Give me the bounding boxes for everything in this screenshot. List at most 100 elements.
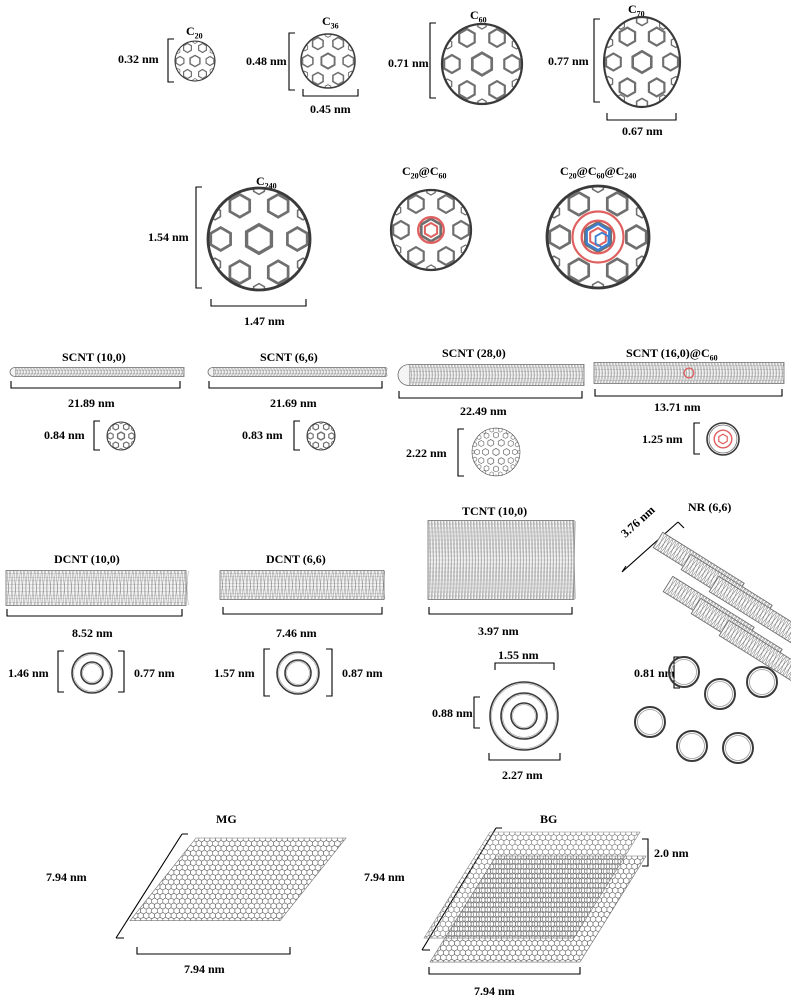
dcnt-10-0-tube bbox=[5, 570, 189, 606]
scnt-28-0-cross-section bbox=[471, 427, 521, 477]
mg-side-label: 7.94 nm bbox=[46, 870, 87, 884]
dcnt-10-0-length-label: 8.52 nm bbox=[72, 626, 113, 640]
c36-height-bracket bbox=[288, 32, 295, 91]
c70-title: C70 bbox=[628, 2, 645, 19]
c36-width-label: 0.45 nm bbox=[310, 102, 351, 116]
dcnt-10-0-cross-section bbox=[71, 652, 113, 694]
dcnt-6-6-inner-bracket bbox=[326, 648, 333, 697]
dcnt-10-0-outer-bracket bbox=[57, 650, 64, 693]
tcnt-inner-bracket bbox=[473, 696, 480, 729]
c20-at-c60-molecule bbox=[389, 188, 473, 272]
tcnt-outer-label: 2.27 nm bbox=[502, 768, 543, 782]
scnt-10-0-diameter-label: 0.84 nm bbox=[44, 428, 85, 442]
scnt-10-0-cross-section bbox=[106, 421, 136, 451]
scnt-6-6-diameter-bracket bbox=[293, 420, 300, 451]
nr-title: NR (6,6) bbox=[688, 500, 732, 514]
mg-title: MG bbox=[216, 812, 237, 826]
c240-width-label: 1.47 nm bbox=[244, 314, 285, 328]
dcnt-6-6-title: DCNT (6,6) bbox=[266, 552, 326, 566]
scnt-6-6-length-bracket bbox=[208, 381, 383, 389]
tcnt-length-label: 3.97 nm bbox=[478, 624, 519, 638]
dcnt-6-6-outer-label: 1.57 nm bbox=[214, 666, 255, 680]
scnt-6-6-title: SCNT (6,6) bbox=[260, 350, 318, 364]
dcnt-6-6-length-bracket bbox=[222, 607, 383, 615]
c20-at-c60-at-c240-title: C20@C60@C240 bbox=[560, 164, 637, 181]
mg-bottom-label: 7.94 nm bbox=[184, 962, 225, 976]
c36-molecule bbox=[300, 33, 356, 89]
c240-width-bracket bbox=[210, 299, 307, 307]
tcnt-title: TCNT (10,0) bbox=[462, 504, 528, 518]
scnt-10-0-tube bbox=[9, 367, 185, 377]
nr-diameter-label: 0.81 nm bbox=[634, 666, 675, 680]
scnt-16-0-c60-tube bbox=[593, 362, 785, 384]
dcnt-10-0-inner-bracket bbox=[118, 650, 125, 693]
c20-at-c60-title: C20@C60 bbox=[402, 164, 447, 181]
scnt-28-0-length-bracket bbox=[398, 391, 583, 399]
scnt-10-0-length-bracket bbox=[10, 381, 181, 389]
c240-molecule bbox=[206, 186, 312, 292]
tcnt-outer-bracket bbox=[488, 753, 561, 761]
scnt-28-0-length-label: 22.49 nm bbox=[460, 404, 507, 418]
scnt-6-6-tube bbox=[207, 367, 388, 377]
tcnt-mid-bracket bbox=[494, 662, 555, 670]
mg-side-bracket bbox=[115, 833, 188, 939]
scnt-16-0-c60-diameter-label: 1.25 nm bbox=[642, 432, 683, 446]
c60-height-bracket bbox=[429, 22, 436, 99]
scnt-10-0-title: SCNT (10,0) bbox=[62, 350, 126, 364]
scnt-16-0-c60-diameter-bracket bbox=[693, 422, 700, 455]
c240-height-bracket bbox=[195, 186, 202, 289]
bg-side-bracket bbox=[421, 827, 502, 951]
nr-bundle bbox=[652, 531, 791, 688]
dcnt-10-0-title: DCNT (10,0) bbox=[54, 552, 120, 566]
dcnt-10-0-outer-label: 1.46 nm bbox=[8, 666, 49, 680]
scnt-16-0-c60-cross-section bbox=[706, 422, 740, 456]
scnt-28-0-title: SCNT (28,0) bbox=[442, 346, 506, 360]
tcnt-inner-label: 0.88 nm bbox=[432, 706, 473, 720]
scnt-10-0-diameter-bracket bbox=[93, 420, 100, 451]
tcnt-tube bbox=[427, 520, 576, 600]
scnt-16-0-c60-length-bracket bbox=[594, 389, 783, 397]
c70-width-label: 0.67 nm bbox=[622, 124, 663, 138]
c20-height-label: 0.32 nm bbox=[118, 52, 159, 66]
tcnt-length-bracket bbox=[428, 607, 573, 615]
scnt-6-6-cross-section bbox=[306, 421, 336, 451]
c20-molecule bbox=[174, 40, 216, 82]
c20-height-bracket bbox=[167, 38, 174, 83]
bg-side-label: 7.94 nm bbox=[364, 870, 405, 884]
nr-length-bracket bbox=[621, 521, 685, 573]
scnt-10-0-length-label: 21.89 nm bbox=[68, 396, 115, 410]
tcnt-mid-label: 1.55 nm bbox=[498, 648, 539, 662]
scnt-16-0-c60-title: SCNT (16,0)@C60 bbox=[626, 346, 718, 363]
c240-title: C240 bbox=[256, 174, 277, 191]
c36-height-label: 0.48 nm bbox=[246, 54, 287, 68]
c70-height-label: 0.77 nm bbox=[548, 54, 589, 68]
c20-title: C20 bbox=[186, 24, 203, 41]
bg-title: BG bbox=[540, 812, 558, 826]
c20-at-c60-at-c240-molecule bbox=[545, 184, 651, 290]
c60-title: C60 bbox=[470, 8, 487, 25]
bg-spacing-label: 2.0 nm bbox=[654, 846, 689, 860]
c60-height-label: 0.71 nm bbox=[388, 56, 429, 70]
dcnt-6-6-length-label: 7.46 nm bbox=[276, 626, 317, 640]
dcnt-6-6-outer-bracket bbox=[263, 648, 270, 697]
c70-height-bracket bbox=[593, 18, 600, 103]
c240-height-label: 1.54 nm bbox=[148, 230, 189, 244]
c36-width-bracket bbox=[302, 89, 359, 97]
dcnt-6-6-tube bbox=[219, 570, 386, 600]
c70-width-bracket bbox=[606, 113, 677, 121]
bg-sheet bbox=[423, 831, 647, 963]
scnt-6-6-diameter-label: 0.83 nm bbox=[242, 428, 283, 442]
scnt-28-0-tube bbox=[397, 364, 585, 386]
bg-bottom-label: 7.94 nm bbox=[474, 984, 515, 998]
bg-bottom-bracket bbox=[428, 967, 581, 975]
nr-diameter-bracket bbox=[673, 656, 680, 689]
nr-cross-section bbox=[634, 656, 778, 764]
bg-spacing-bracket bbox=[642, 838, 649, 867]
tcnt-cross-section bbox=[489, 681, 559, 751]
dcnt-6-6-inner-label: 0.87 nm bbox=[342, 666, 383, 680]
scnt-16-0-c60-length-label: 13.71 nm bbox=[654, 400, 701, 414]
dcnt-6-6-cross-section bbox=[276, 651, 320, 695]
c60-molecule bbox=[440, 22, 524, 106]
scnt-28-0-diameter-bracket bbox=[457, 428, 464, 477]
mg-bottom-bracket bbox=[136, 947, 291, 955]
